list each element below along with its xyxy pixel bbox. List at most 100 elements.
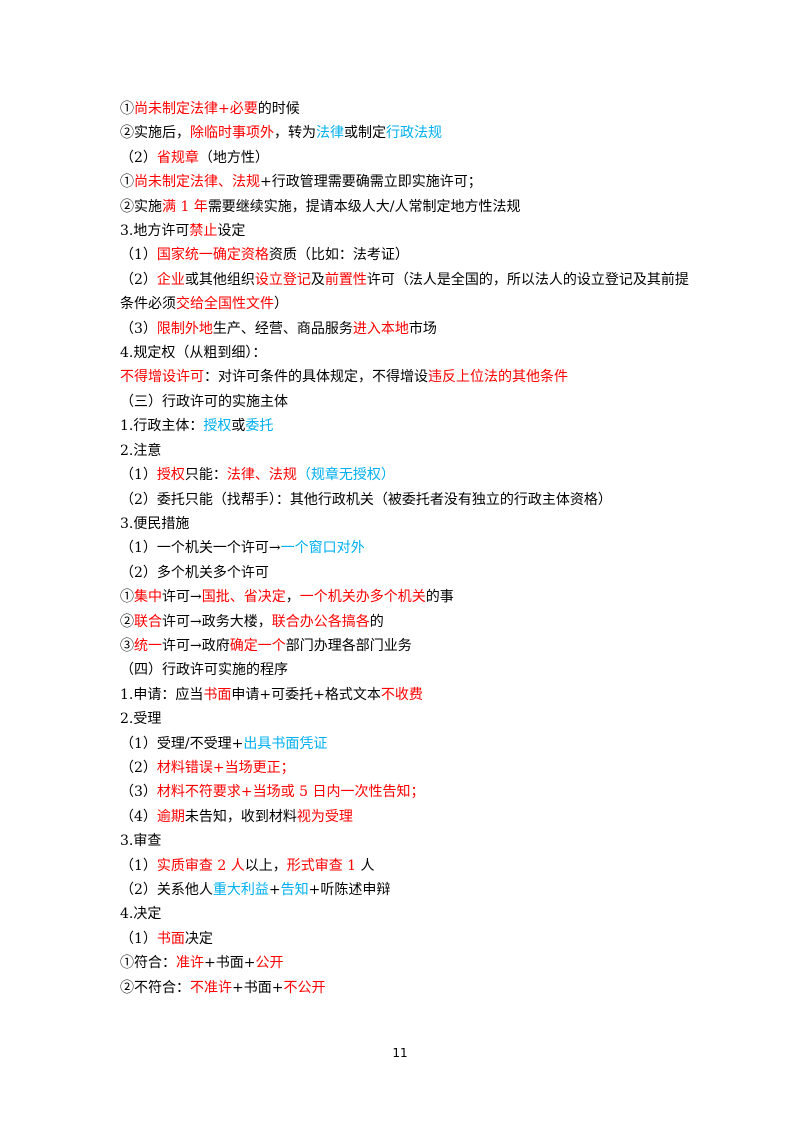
highlight-blue-segment: 行政法规 <box>386 125 442 142</box>
highlight-red-segment: 省规章 <box>156 149 199 166</box>
highlight-red-segment: 限制外地 <box>156 320 213 337</box>
text-segment: （2） <box>120 149 157 166</box>
text-segment: 或其他组织 <box>184 271 255 288</box>
text-segment: （2）委托只能（找帮手）：其他行政机关（被委托者没有独立的行政主体资格） <box>120 491 612 508</box>
text-segment: 4.决定 <box>120 906 162 923</box>
highlight-red-segment: 准许 <box>176 955 204 972</box>
text-segment: +听陈述申辩 <box>308 882 391 898</box>
text-segment: 以上， <box>244 857 287 874</box>
text-segment: ， <box>285 589 300 606</box>
text-segment: （四）行政许可实施的程序 <box>120 662 288 679</box>
text-segment: ① <box>120 101 134 117</box>
highlight-red-segment: 尚未制定法律+必要 <box>134 101 258 117</box>
highlight-red-segment: 违反上位法的其他条件 <box>428 369 568 386</box>
highlight-red-segment: 公开 <box>255 955 284 972</box>
text-segment: （4） <box>120 808 157 825</box>
text-segment: ，转为 <box>274 125 316 142</box>
highlight-red-segment: 实质审查 2 人 <box>156 857 245 874</box>
text-line: ①尚未制定法律+必要的时候 <box>120 97 690 121</box>
highlight-red-segment: 授权 <box>156 467 185 484</box>
text-segment: （1） <box>120 857 157 874</box>
text-segment: +书面+ <box>204 955 256 972</box>
text-segment: ①符合： <box>120 955 176 972</box>
text-segment: ③ <box>120 637 134 654</box>
highlight-red-segment: 交给全国性文件 <box>176 296 274 313</box>
highlight-blue-segment: 授权 <box>203 418 232 435</box>
highlight-red-segment: 除临时事项外 <box>190 125 274 142</box>
text-line: （2）多个机关多个许可 <box>120 561 690 585</box>
highlight-red-segment: 确定一个 <box>229 637 286 654</box>
text-segment: 2.注意 <box>120 442 162 459</box>
text-segment: 许可（法人是全国的，所以法人的设立登记及其前提条件必须 <box>120 271 689 313</box>
text-segment: 未告知，收到材料 <box>184 808 297 825</box>
text-line: （4）逾期未告知，收到材料视为受理 <box>120 805 690 829</box>
text-line: （1）国家统一确定资格资质（比如：法考证） <box>120 243 690 267</box>
text-line: （2）企业或其他组织设立登记及前置性许可（法人是全国的，所以法人的设立登记及其前… <box>120 268 690 317</box>
text-segment: 或 <box>231 418 246 435</box>
text-line: （1）书面决定 <box>120 927 690 951</box>
text-segment: 部门办理各部门业务 <box>285 637 412 654</box>
highlight-red-segment: 材料不符要求+当场或 5 日内一次性告知； <box>156 784 425 801</box>
text-segment: （地方性） <box>198 149 269 166</box>
text-segment: 的事 <box>425 589 454 606</box>
text-segment: 市场 <box>408 320 437 337</box>
highlight-red-segment: 视为受理 <box>296 808 353 825</box>
highlight-red-segment: 联合 <box>134 613 162 630</box>
text-segment: 需要继续实施，提请本级人大/人常制定地方性法规 <box>207 198 521 215</box>
highlight-red-segment: 书面 <box>203 686 232 703</box>
text-segment: （1） <box>120 467 157 484</box>
text-line: （1）一个机关一个许可→一个窗口对外 <box>120 536 690 560</box>
highlight-red-segment: 设立登记 <box>254 271 311 288</box>
text-segment: 1.行政主体： <box>120 418 204 435</box>
text-line: 1.申请：应当书面申请+可委托+格式文本不收费 <box>120 683 690 707</box>
text-segment: （3） <box>120 784 157 801</box>
text-line: ①集中许可→国批、省决定，一个机关办多个机关的事 <box>120 585 690 609</box>
text-segment: 申请+可委托+格式文本 <box>231 686 381 703</box>
text-segment: （1） <box>120 930 157 947</box>
text-segment: + <box>268 882 281 898</box>
highlight-red-segment: 集中 <box>134 589 162 606</box>
text-segment: 4.规定权（从粗到细）： <box>120 345 267 362</box>
text-segment: ① <box>120 589 134 606</box>
text-line: （四）行政许可实施的程序 <box>120 658 690 682</box>
text-line: （三）行政许可的实施主体 <box>120 390 690 414</box>
highlight-blue-segment: 告知 <box>280 882 309 898</box>
text-segment: 的 <box>369 613 384 630</box>
text-line: （2）委托只能（找帮手）：其他行政机关（被委托者没有独立的行政主体资格） <box>120 488 690 512</box>
highlight-red-segment: 一个机关办多个机关 <box>299 589 426 606</box>
text-segment: （2） <box>120 271 157 288</box>
highlight-red-segment: 国家统一确定资格 <box>156 247 269 264</box>
text-line: （2）关系他人重大利益+告知+听陈述申辩 <box>120 878 690 902</box>
highlight-blue-segment: 一个窗口对外 <box>280 540 365 557</box>
text-line: 1.行政主体：授权或委托 <box>120 414 690 438</box>
highlight-red-segment: 不收费 <box>380 686 423 703</box>
highlight-red-segment: 国批、省决定 <box>201 589 286 606</box>
highlight-blue-segment: （规章无授权） <box>296 467 395 484</box>
text-segment: （1） <box>120 247 157 264</box>
text-line: ③统一许可→政府确定一个部门办理各部门业务 <box>120 634 690 658</box>
text-segment: +书面+ <box>232 979 284 996</box>
text-segment: ②不符合： <box>120 979 190 996</box>
highlight-blue-segment: 法律 <box>316 125 344 142</box>
text-segment: （3） <box>120 320 157 337</box>
text-segment: 2.受理 <box>120 711 162 728</box>
text-line: （1）授权只能：法律、法规（规章无授权） <box>120 463 690 487</box>
text-line: 4.规定权（从粗到细）： <box>120 341 690 365</box>
highlight-red-segment: 法律、法规 <box>226 467 297 484</box>
highlight-red-segment: 企业 <box>156 271 185 288</box>
text-segment: 设定 <box>217 223 246 240</box>
text-segment: ②实施 <box>120 198 162 215</box>
highlight-blue-segment: 重大利益 <box>212 882 269 898</box>
text-line: ①尚未制定法律、法规+行政管理需要确需立即实施许可； <box>120 170 690 194</box>
text-segment: （1）一个机关一个许可→ <box>120 540 281 557</box>
text-segment: 许可→政务大楼， <box>162 613 272 630</box>
text-segment: 的时候 <box>257 101 300 117</box>
text-segment: 资质（比如：法考证） <box>268 247 409 264</box>
text-line: 2.注意 <box>120 439 690 463</box>
highlight-red-segment: 逾期 <box>156 808 185 825</box>
highlight-red-segment: 进入本地 <box>352 320 409 337</box>
text-segment: 或制定 <box>344 125 386 142</box>
text-segment: ② <box>120 613 134 630</box>
text-segment: （2）多个机关多个许可 <box>120 564 269 581</box>
